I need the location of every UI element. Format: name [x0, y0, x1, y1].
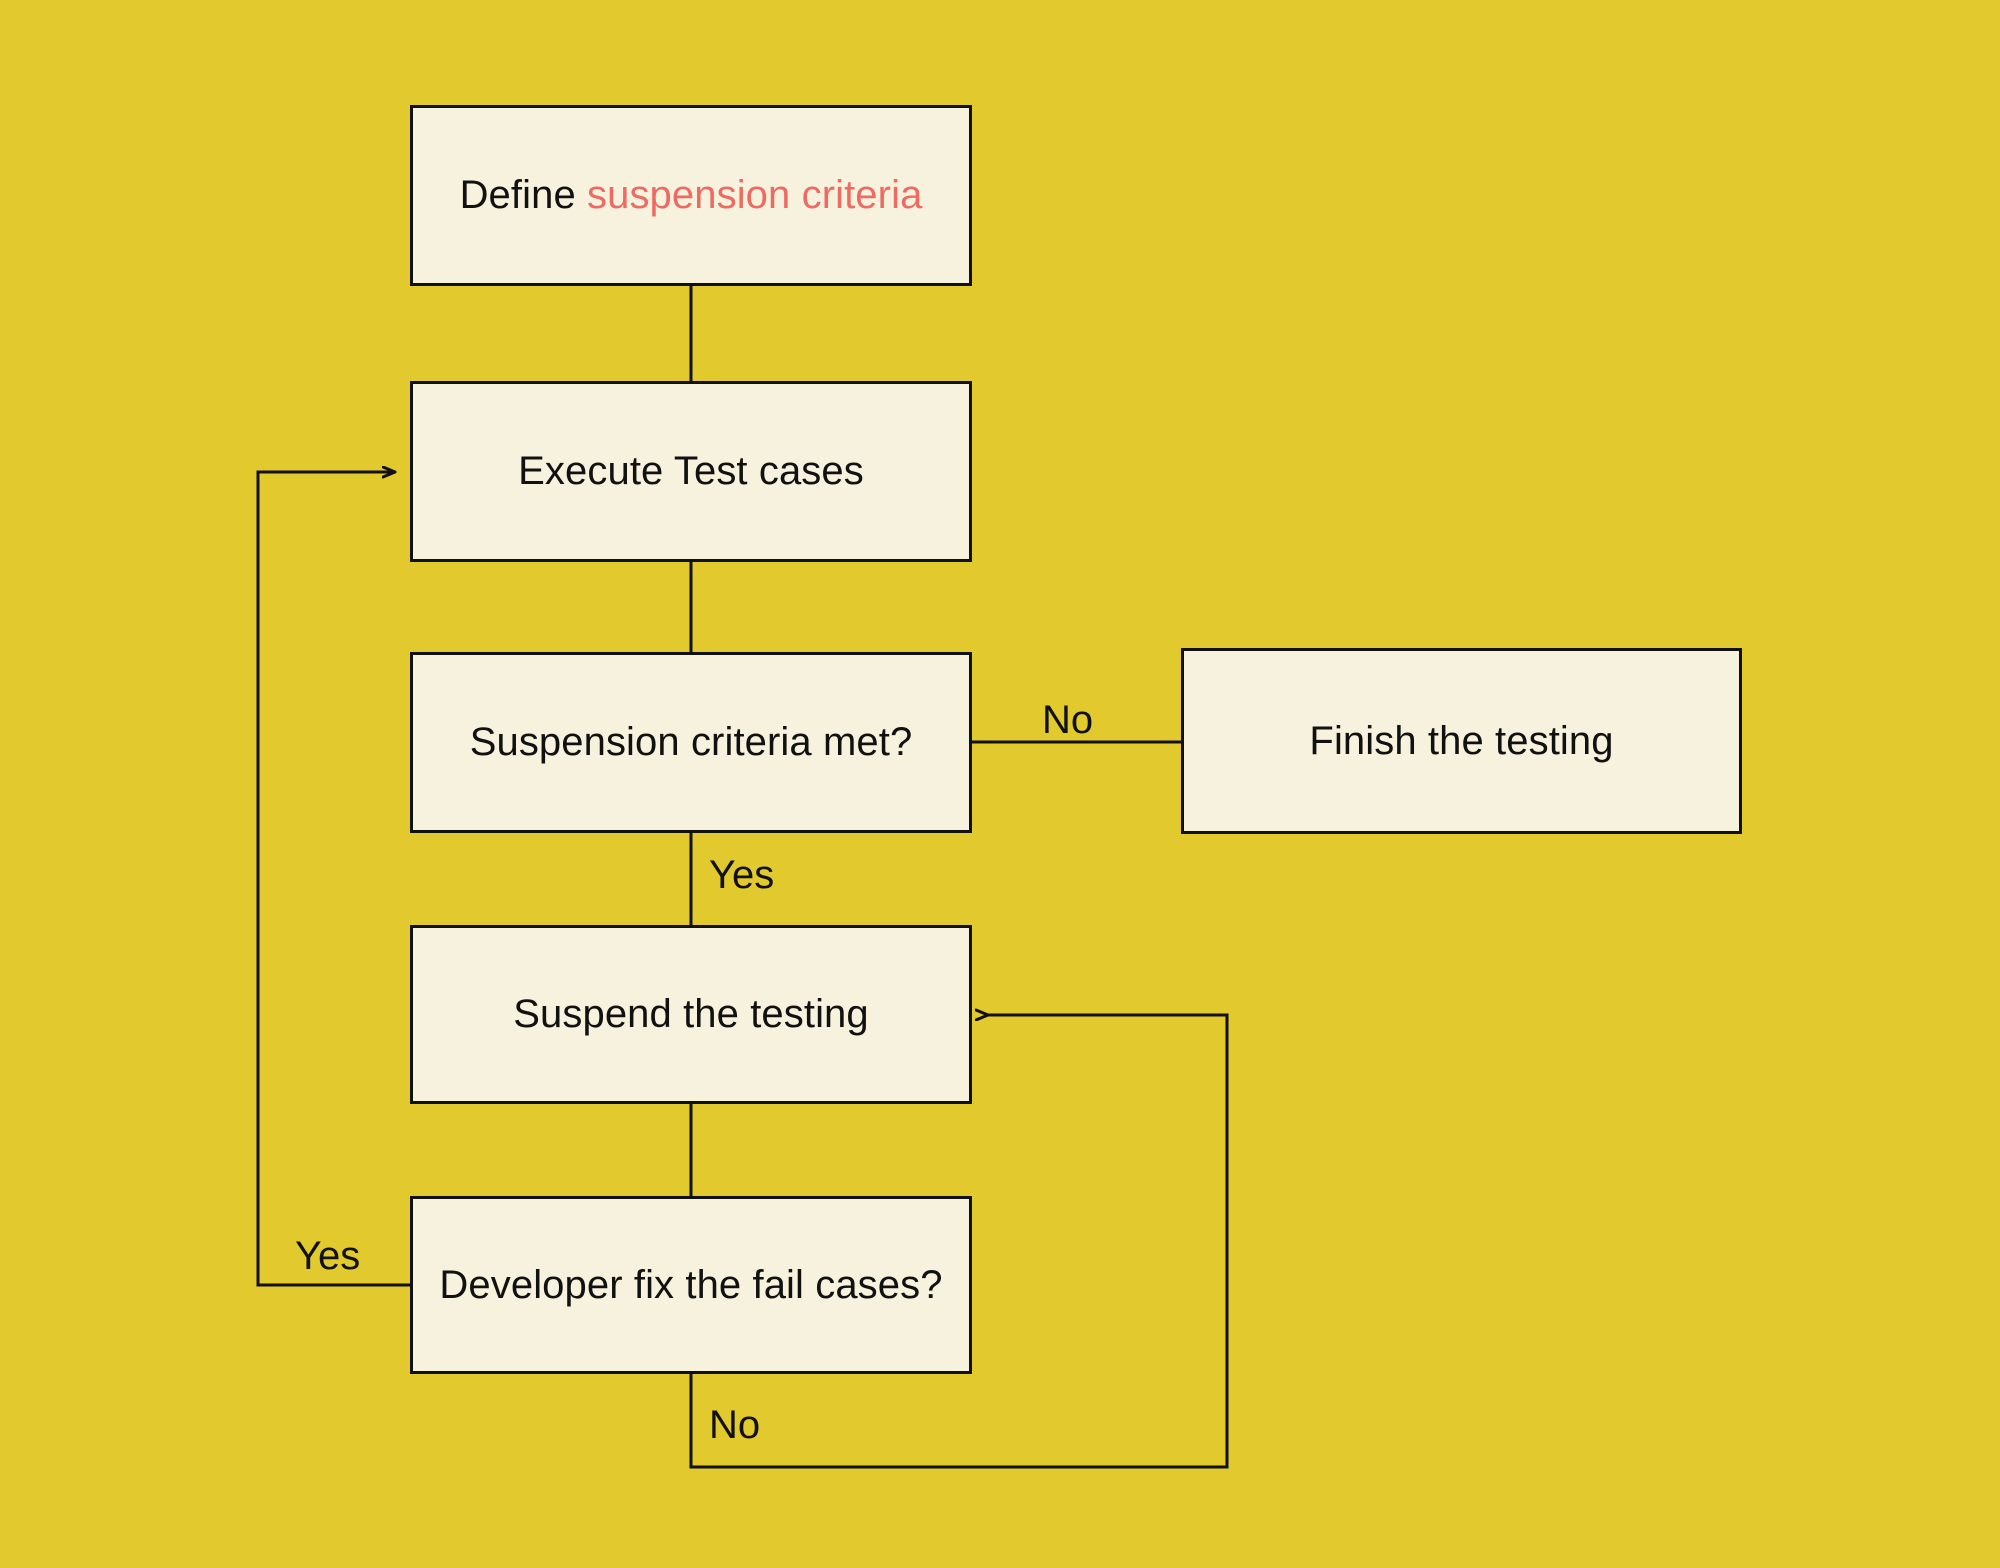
node-suspension-criteria-met-label: Suspension criteria met?: [469, 720, 913, 765]
node-execute-test-cases[interactable]: Execute Test cases: [410, 381, 972, 562]
node-finish-the-testing-label: Finish the testing: [1309, 718, 1614, 763]
edge-developer-no-to-suspend: [689, 1015, 1229, 1469]
node-define-suspension-criteria-text: Define suspension criteria: [431, 171, 951, 220]
node-developer-fix-the-fail-cases-label: Developer fix the fail cases?: [439, 1262, 943, 1307]
node-suspend-the-testing[interactable]: Suspend the testing: [410, 925, 972, 1104]
node-finish-the-testing[interactable]: Finish the testing: [1181, 648, 1742, 834]
edge-label-developer-yes: Yes: [295, 1234, 361, 1278]
define-accent-text: suspension criteria: [587, 173, 923, 218]
edge-label-developer-no: No: [709, 1403, 761, 1447]
node-suspend-the-testing-label: Suspend the testing: [513, 992, 869, 1037]
node-execute-test-cases-label: Execute Test cases: [518, 449, 864, 494]
node-developer-fix-the-fail-cases[interactable]: Developer fix the fail cases?: [410, 1196, 972, 1374]
define-lead-text: Define: [459, 173, 588, 218]
edge-label-criteria-yes: Yes: [709, 853, 775, 897]
edge-developer-yes-to-execute: [256, 472, 410, 1287]
edge-label-criteria-no: No: [1042, 698, 1094, 742]
node-define-suspension-criteria[interactable]: Define suspension criteria: [410, 105, 972, 286]
node-suspension-criteria-met[interactable]: Suspension criteria met?: [410, 652, 972, 833]
